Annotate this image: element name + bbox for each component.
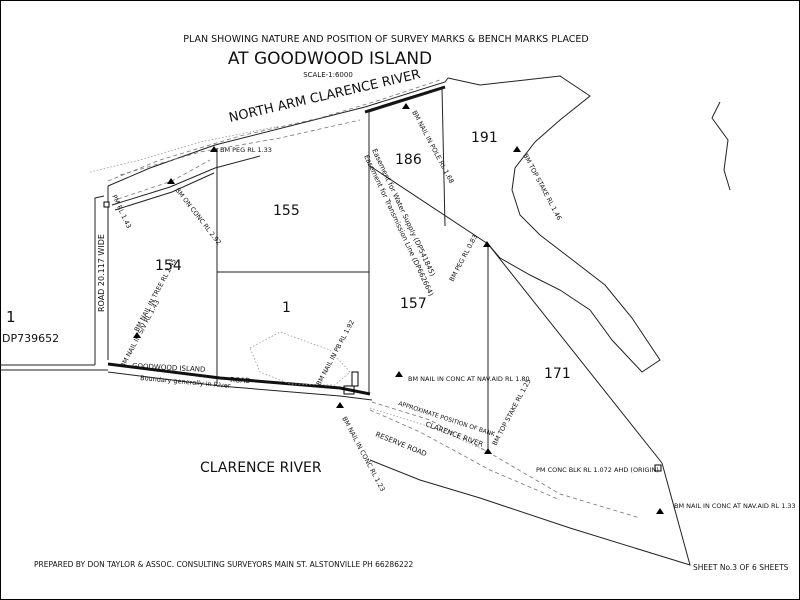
road-label: ROAD bbox=[230, 376, 251, 385]
pm-origin-label: PM CONC BLK RL 1.072 AHD (ORIGIN) bbox=[536, 466, 659, 474]
bm-triangle bbox=[133, 332, 141, 338]
survey-mark-square bbox=[103, 201, 110, 208]
north-shoreline bbox=[89, 77, 449, 187]
lot-186: 186 bbox=[395, 152, 422, 168]
river-arm bbox=[447, 75, 731, 373]
bm-triangle bbox=[513, 146, 521, 152]
bm-triangle bbox=[402, 103, 410, 109]
bm-peg-133-label: BM PEG RL 1.33 bbox=[220, 146, 272, 154]
clarence-river-label: CLARENCE RIVER bbox=[200, 460, 322, 476]
bm-nav-aid-133-label: BM NAIL IN CONC AT NAV.AID RL 1.33 bbox=[674, 502, 796, 510]
bm-triangle bbox=[395, 371, 403, 377]
lot-171: 171 bbox=[544, 366, 571, 382]
prepared-by-note: PREPARED BY DON TAYLOR & ASSOC. CONSULTI… bbox=[34, 560, 414, 569]
lot-1-west: 1 bbox=[6, 308, 16, 326]
sheet-number: SHEET No.3 OF 6 SHEETS bbox=[693, 563, 789, 572]
bm-triangle bbox=[167, 178, 175, 184]
lot-191: 191 bbox=[471, 130, 498, 146]
bench-mark-symbols bbox=[133, 103, 664, 514]
bm-nav-aid-180-label: BM NAIL IN CONC AT NAV.AID RL 1.80 bbox=[408, 375, 530, 383]
lot-157: 157 bbox=[400, 296, 427, 312]
bm-triangle bbox=[336, 402, 344, 408]
plan-title: PLAN SHOWING NATURE AND POSITION OF SURV… bbox=[183, 34, 589, 45]
plan-subtitle: AT GOODWOOD ISLAND bbox=[228, 49, 432, 69]
bm-triangle bbox=[210, 146, 218, 152]
pm-origin-square bbox=[654, 464, 662, 472]
lot-155: 155 bbox=[273, 203, 300, 219]
lot-1-centre: 1 bbox=[282, 300, 291, 316]
goodwood-road-label: GOODWOOD ISLAND bbox=[132, 362, 206, 374]
road-corridor bbox=[0, 186, 110, 371]
bm-triangle bbox=[483, 241, 491, 247]
bm-triangle bbox=[484, 448, 492, 454]
bm-triangle bbox=[656, 508, 664, 514]
lot-154: 154 bbox=[155, 258, 182, 274]
plan-scale: SCALE-1:6000 bbox=[303, 71, 353, 79]
road-width-label: ROAD 20.117 WIDE bbox=[97, 234, 106, 312]
deposited-plan-label: DP739652 bbox=[2, 332, 59, 345]
